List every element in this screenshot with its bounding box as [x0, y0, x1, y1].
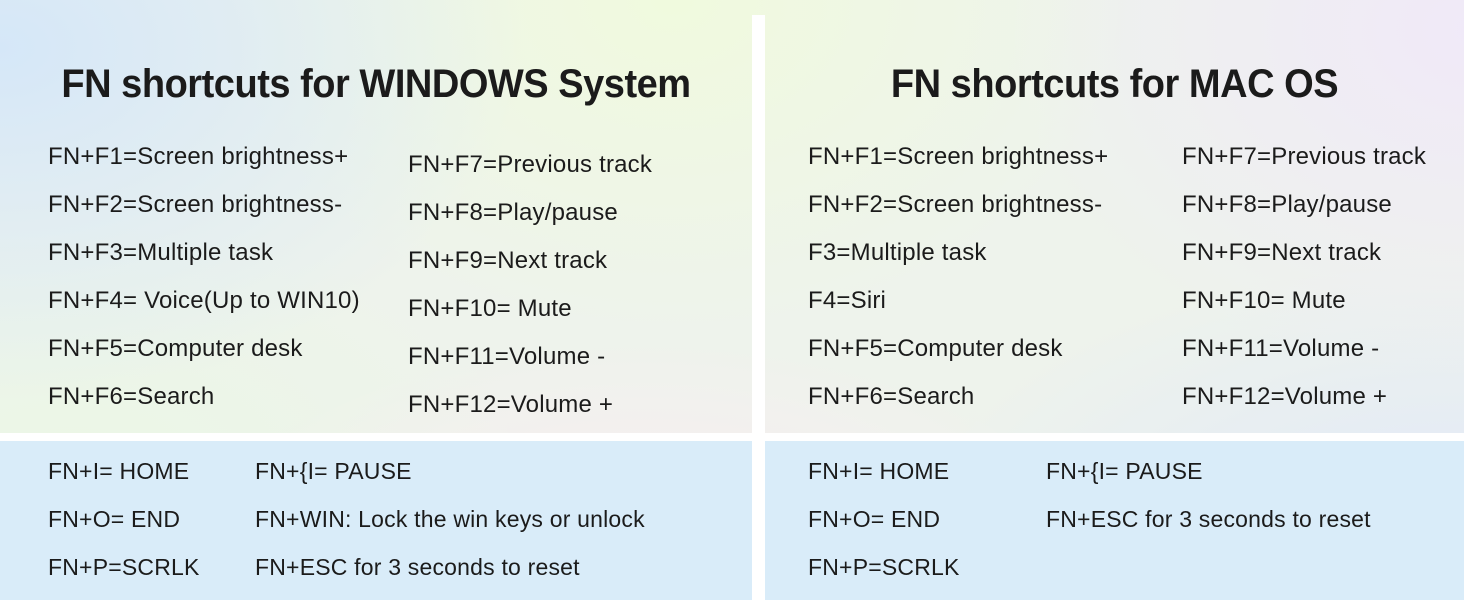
mac-extra-col1: FN+I= HOME FN+O= END FN+P=SCRLK: [808, 447, 960, 591]
shortcut-item: F3=Multiple task: [808, 239, 987, 266]
shortcut-item: FN+F8=Play/pause: [1182, 191, 1392, 218]
mac-extra-col2: FN+{I= PAUSE FN+ESC for 3 seconds to res…: [1046, 447, 1371, 543]
shortcut-item: FN+I= HOME: [48, 457, 190, 484]
windows-extra-col2: FN+{I= PAUSE FN+WIN: Lock the win keys o…: [255, 447, 645, 591]
shortcut-item: FN+F2=Screen brightness-: [808, 191, 1103, 218]
windows-main-col2: FN+F7=Previous track FN+F8=Play/pause FN…: [408, 141, 652, 429]
shortcut-item: FN+F10= Mute: [408, 295, 572, 322]
shortcut-item: FN+F10= Mute: [1182, 287, 1346, 314]
windows-extra-col1: FN+I= HOME FN+O= END FN+P=SCRLK: [48, 447, 200, 591]
shortcut-item: FN+F1=Screen brightness+: [48, 143, 349, 170]
shortcut-item: FN+F12=Volume +: [1182, 383, 1388, 410]
shortcut-item: FN+WIN: Lock the win keys or unlock: [255, 505, 645, 532]
shortcut-item: FN+{I= PAUSE: [255, 457, 412, 484]
shortcut-item: FN+O= END: [48, 505, 181, 532]
shortcut-item: FN+O= END: [808, 505, 941, 532]
shortcut-item: FN+F4= Voice(Up to WIN10): [48, 287, 360, 314]
shortcut-item: FN+F12=Volume +: [408, 391, 614, 418]
horizontal-white-band: [0, 433, 1464, 441]
shortcut-item: FN+F5=Computer desk: [48, 335, 303, 362]
shortcut-item: FN+F7=Previous track: [1182, 143, 1427, 170]
shortcut-item: FN+F5=Computer desk: [808, 335, 1063, 362]
shortcut-item: FN+P=SCRLK: [808, 553, 960, 580]
shortcut-item: FN+ESC for 3 seconds to reset: [255, 553, 580, 580]
shortcut-item: FN+F6=Search: [48, 383, 215, 410]
mac-extra-section: [765, 441, 1464, 600]
shortcut-item: FN+F9=Next track: [1182, 239, 1382, 266]
shortcut-item: FN+F1=Screen brightness+: [808, 143, 1109, 170]
windows-panel-title: FN shortcuts for WINDOWS System: [61, 62, 691, 106]
shortcut-item: FN+ESC for 3 seconds to reset: [1046, 505, 1371, 532]
shortcut-item: FN+P=SCRLK: [48, 553, 200, 580]
windows-main-col1: FN+F1=Screen brightness+ FN+F2=Screen br…: [48, 133, 360, 421]
mac-main-col2: FN+F7=Previous track FN+F8=Play/pause FN…: [1182, 133, 1426, 421]
shortcut-item: FN+F11=Volume -: [408, 343, 606, 370]
panel-divider: [752, 15, 765, 600]
shortcut-item: FN+F11=Volume -: [1182, 335, 1380, 362]
shortcut-item: FN+F3=Multiple task: [48, 239, 274, 266]
shortcut-item: FN+F2=Screen brightness-: [48, 191, 343, 218]
shortcut-item: FN+F6=Search: [808, 383, 975, 410]
mac-main-col1: FN+F1=Screen brightness+ FN+F2=Screen br…: [808, 133, 1108, 421]
windows-extra-section: [0, 441, 752, 600]
shortcut-item: FN+F9=Next track: [408, 247, 608, 274]
shortcut-item: FN+F8=Play/pause: [408, 199, 618, 226]
shortcut-item: F4=Siri: [808, 287, 887, 314]
shortcut-item: FN+I= HOME: [808, 457, 950, 484]
mac-panel-title: FN shortcuts for MAC OS: [890, 62, 1339, 106]
shortcut-item: FN+F7=Previous track: [408, 151, 653, 178]
shortcut-item: FN+{I= PAUSE: [1046, 457, 1203, 484]
